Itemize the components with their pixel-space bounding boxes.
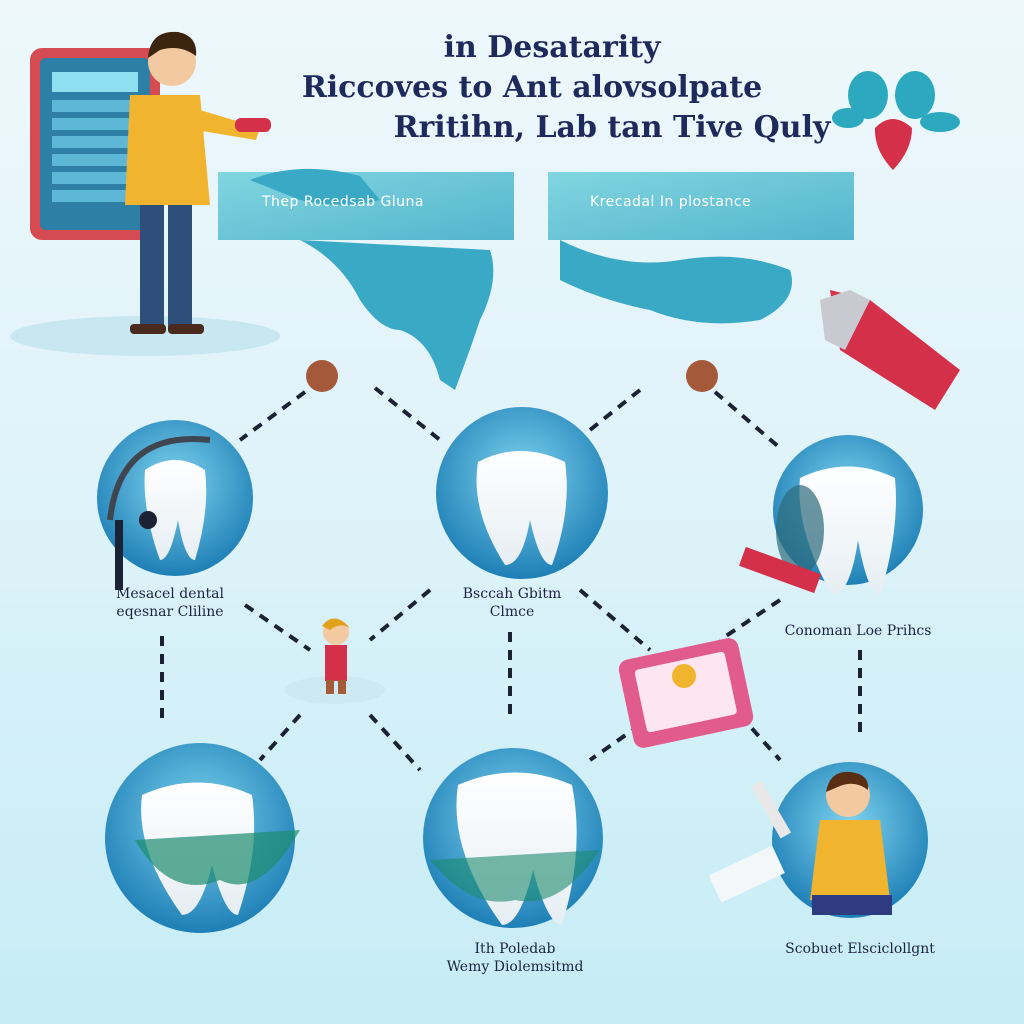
caption-bottom-center: Ith Poledab Wemy Diolemsitmd	[446, 941, 584, 975]
node-top-center	[436, 407, 608, 579]
kiosk-screen	[30, 48, 160, 240]
banner-right-label: Krecadal In plostance	[590, 194, 752, 210]
connectors	[160, 386, 862, 772]
small-person	[285, 618, 385, 704]
world-map-right	[548, 172, 854, 324]
node-top-right	[738, 435, 923, 595]
flower-logo-icon	[832, 71, 960, 170]
connector-dot-left	[306, 360, 338, 392]
tube-object	[820, 290, 960, 410]
title-line-1: in Desatarity	[443, 30, 661, 65]
connector-dot-right	[686, 360, 718, 392]
caption-top-left: Mesacel dental eqesnar Cliline	[116, 586, 224, 620]
node-bottom-right	[708, 762, 928, 918]
banner-left-label: Thep Rocedsab Gluna	[262, 194, 425, 210]
pink-device	[618, 638, 754, 748]
node-top-left	[97, 420, 253, 590]
title-line-3: Rritihn, Lab tan Tive Quly	[393, 110, 831, 145]
caption-top-right: Conoman Loe Prihcs	[784, 623, 932, 639]
caption-top-center: Bsccah Gbitm Clmce	[462, 586, 562, 620]
node-bottom-center	[423, 748, 603, 928]
caption-bottom-right: Scobuet Elsciclollgnt	[785, 941, 935, 957]
title-line-2: Riccoves to Ant alovsolpate	[301, 70, 763, 105]
node-bottom-left	[105, 743, 300, 933]
world-map-left	[218, 168, 514, 390]
person-standing	[10, 31, 280, 356]
